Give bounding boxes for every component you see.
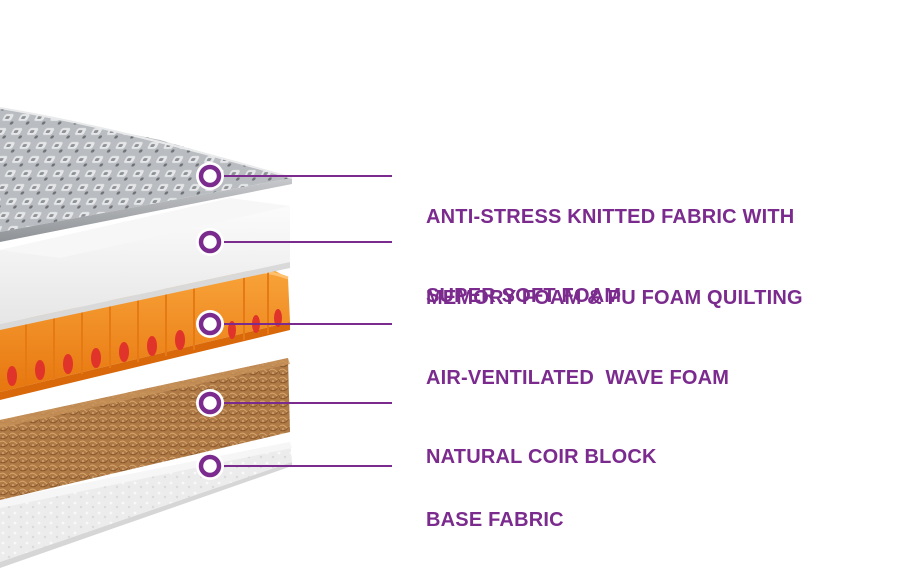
callout-soft-foam xyxy=(196,228,392,256)
label-coir-line-1: NATURAL COIR BLOCK xyxy=(426,446,657,468)
label-soft-foam: SUPER SOFT FOAM xyxy=(426,229,621,337)
label-fabric-line-1: ANTI-STRESS KNITTED FABRIC WITH xyxy=(426,206,795,228)
label-fabric-line-2: MEMORY FOAM & PU FOAM QUILTING xyxy=(426,287,803,309)
label-wave-foam: AIR-VENTILATED WAVE FOAM xyxy=(426,311,729,419)
callouts xyxy=(196,162,392,480)
super-soft-foam-layer xyxy=(0,198,290,330)
callout-base-fabric xyxy=(196,452,392,480)
callout-wave-foam xyxy=(196,310,392,338)
label-fabric: ANTI-STRESS KNITTED FABRIC WITH MEMORY F… xyxy=(426,150,803,339)
callout-fabric xyxy=(196,162,392,190)
label-wave-foam-line-1: AIR-VENTILATED WAVE FOAM xyxy=(426,367,730,389)
wave-foam-layer xyxy=(0,268,290,400)
label-base-fabric-line-1: BASE FABRIC xyxy=(426,509,564,531)
label-coir: NATURAL COIR BLOCK xyxy=(426,390,657,498)
quilted-fabric-layer xyxy=(0,107,293,242)
label-soft-foam-line-1: SUPER SOFT FOAM xyxy=(426,285,622,307)
label-base-fabric: BASE FABRIC xyxy=(426,453,564,561)
callout-coir xyxy=(196,389,392,417)
